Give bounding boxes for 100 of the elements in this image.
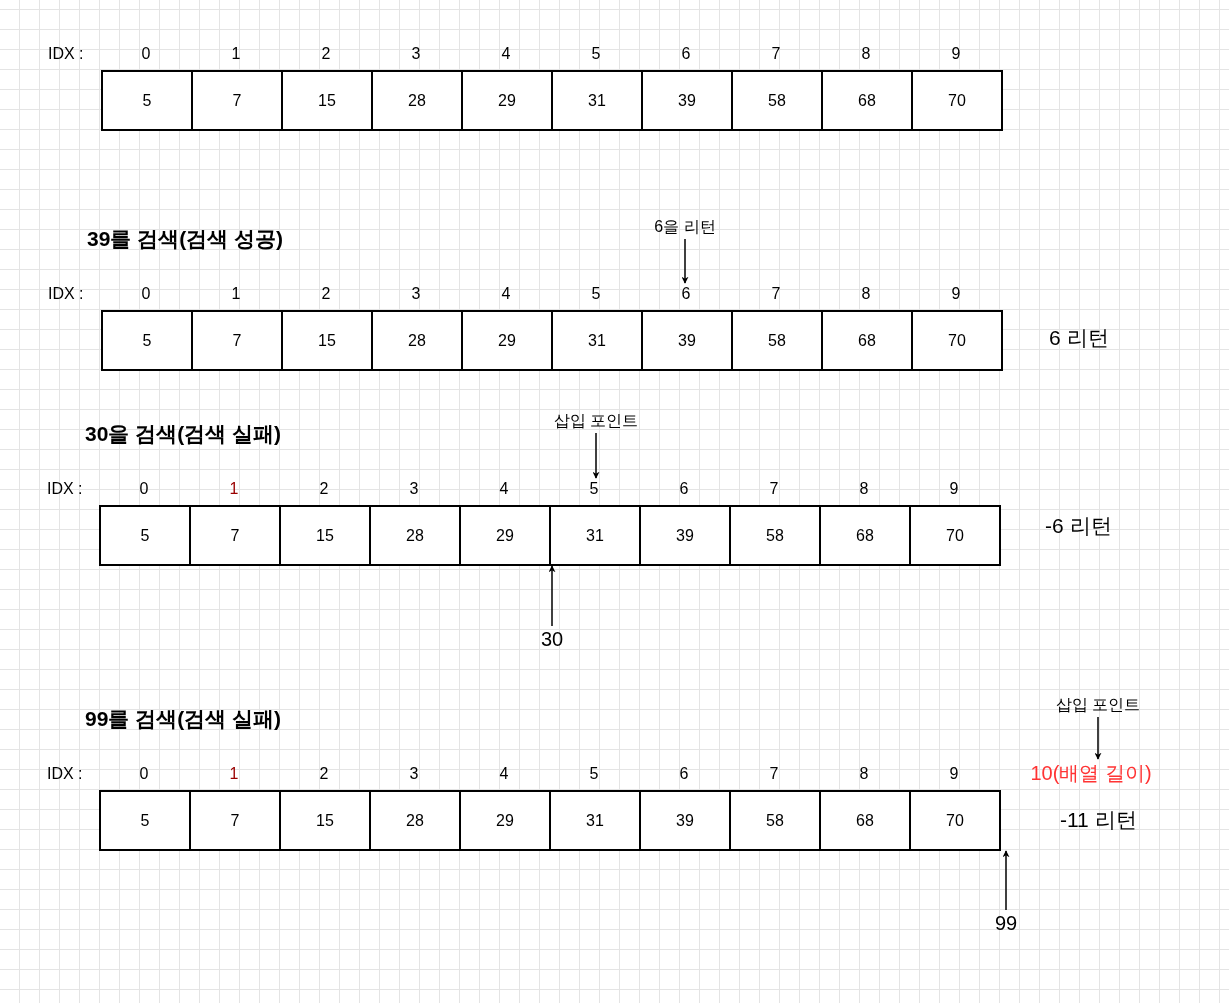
arrow [548,565,556,627]
index-number: 4 [489,763,519,785]
array-cell: 15 [279,790,371,851]
index-number: 3 [399,763,429,785]
index-number: 8 [849,478,879,500]
idx-label: IDX : [47,481,83,497]
index-number: 4 [489,478,519,500]
index-number: 6 [671,283,701,305]
array-cell: 5 [101,70,193,131]
array-cell: 68 [819,505,911,566]
index-number: 8 [851,283,881,305]
index-number: 1 [221,43,251,65]
search-value: 30 [530,626,574,652]
array-cell: 5 [101,310,193,371]
array-cell: 15 [279,505,371,566]
array-cell: 28 [371,310,463,371]
index-number: 0 [131,43,161,65]
index-number: 4 [491,43,521,65]
index-number: 8 [849,763,879,785]
index-number: 6 [669,763,699,785]
annotation-text: 삽입 포인트 [541,409,651,433]
array-cell: 68 [821,310,913,371]
index-number: 1 [219,478,249,500]
array-cell: 7 [191,70,283,131]
array-cell: 29 [459,790,551,851]
index-number: 1 [219,763,249,785]
annotation-text: 삽입 포인트 [1043,693,1153,717]
index-number: 0 [129,478,159,500]
array-cell: 7 [189,790,281,851]
array-cell: 7 [189,505,281,566]
array-cell: 15 [281,70,373,131]
index-number: 7 [759,478,789,500]
array-cell: 28 [371,70,463,131]
array-cell: 70 [909,505,1001,566]
index-number: 9 [941,283,971,305]
array-cell: 5 [99,790,191,851]
idx-label: IDX : [48,286,84,302]
index-number: 3 [399,478,429,500]
index-number: 8 [851,43,881,65]
arrow [681,238,689,284]
index-number: 7 [761,283,791,305]
array-cell: 15 [281,310,373,371]
array-cell: 58 [731,70,823,131]
section-heading: 99를 검색(검색 실패) [85,708,281,729]
array-cell: 29 [461,310,553,371]
array-cell: 28 [369,790,461,851]
array-cell: 5 [99,505,191,566]
idx-label: IDX : [47,766,83,782]
array-cell: 39 [641,310,733,371]
index-number: 2 [311,283,341,305]
array-cell: 29 [461,70,553,131]
array-cell: 70 [911,310,1003,371]
index-number: 3 [401,43,431,65]
index-number: 2 [311,43,341,65]
annotation-text: 6을 리턴 [640,215,730,239]
array-cell: 28 [369,505,461,566]
index-number: 4 [491,283,521,305]
array-cell: 39 [639,790,731,851]
arrow [1094,716,1102,760]
array-cell: 58 [729,790,821,851]
index-number: 2 [309,763,339,785]
index-number: 5 [581,283,611,305]
array-cell: 68 [819,790,911,851]
array-cell: 39 [639,505,731,566]
array-cell: 31 [549,505,641,566]
index-number: 5 [579,478,609,500]
array-cell: 31 [549,790,641,851]
index-number: 2 [309,478,339,500]
array-cell: 7 [191,310,283,371]
search-value: 99 [984,910,1028,936]
index-number: 7 [761,43,791,65]
idx-label: IDX : [48,46,84,62]
section-heading: 39를 검색(검색 성공) [87,228,283,249]
index-number: 5 [579,763,609,785]
array-cell: 39 [641,70,733,131]
index-number: 1 [221,283,251,305]
array-length-text: 10(배열 길이) [1012,759,1170,787]
array-cell: 29 [459,505,551,566]
index-number: 9 [939,763,969,785]
return-value-note: -6 리턴 [1045,515,1112,536]
index-number: 7 [759,763,789,785]
array-cell: 68 [821,70,913,131]
index-number: 9 [939,478,969,500]
return-value-note: -11 리턴 [1060,809,1137,830]
index-number: 0 [131,283,161,305]
index-number: 9 [941,43,971,65]
index-number: 0 [129,763,159,785]
array-cell: 70 [909,790,1001,851]
array-cell: 58 [731,310,823,371]
arrow [592,432,600,479]
section-heading: 30을 검색(검색 실패) [85,423,281,444]
array-cell: 31 [551,310,643,371]
array-cell: 31 [551,70,643,131]
index-number: 3 [401,283,431,305]
index-number: 6 [671,43,701,65]
array-cell: 70 [911,70,1003,131]
arrow [1002,850,1010,911]
return-value-note: 6 리턴 [1049,327,1109,348]
index-number: 6 [669,478,699,500]
array-cell: 58 [729,505,821,566]
